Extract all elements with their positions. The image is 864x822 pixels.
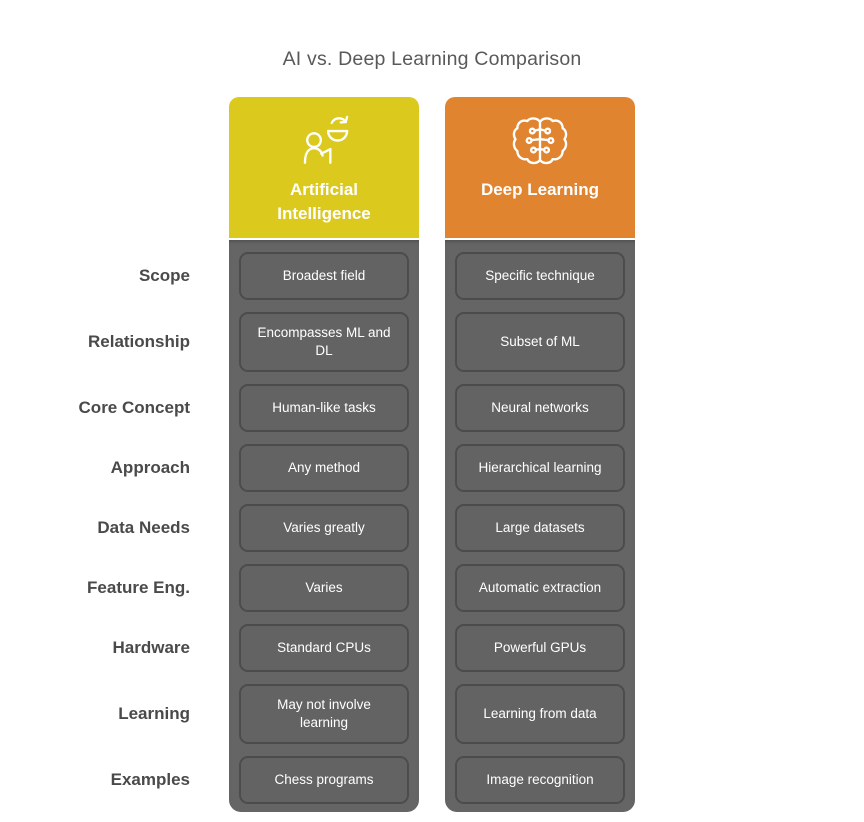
row-label: Feature Eng.: [87, 577, 190, 597]
label-slot: Scope: [0, 252, 190, 312]
dl-cell: Learning from data: [455, 684, 625, 744]
dl-cell: Neural networks: [455, 384, 625, 432]
row-label: Data Needs: [97, 517, 190, 537]
label-slot: Learning: [0, 684, 190, 756]
circuit-brain-icon: [512, 117, 568, 165]
dl-cell: Large datasets: [455, 504, 625, 552]
label-slot: Core Concept: [0, 384, 190, 444]
label-slot: Relationship: [0, 312, 190, 384]
ai-cell: Varies: [239, 564, 409, 612]
ai-column-title: Artificial Intelligence: [277, 180, 371, 224]
dl-column-header: Deep Learning: [445, 97, 635, 238]
ai-cell: Standard CPUs: [239, 624, 409, 672]
row-label: Hardware: [112, 637, 190, 657]
ai-cell: Any method: [239, 444, 409, 492]
row-label: Approach: [110, 457, 190, 477]
ai-cell: Human-like tasks: [239, 384, 409, 432]
ai-column-body: Broadest field Encompasses ML and DL Hum…: [229, 240, 419, 812]
ai-cell: Varies greatly: [239, 504, 409, 552]
label-slot: Feature Eng.: [0, 564, 190, 624]
dl-cell: Subset of ML: [455, 312, 625, 372]
ai-column: Artificial Intelligence Broadest field E…: [229, 97, 419, 812]
dl-column-body: Specific technique Subset of ML Neural n…: [445, 240, 635, 812]
dl-cell: Automatic extraction: [455, 564, 625, 612]
row-label: Relationship: [87, 331, 190, 351]
dl-cell: Specific technique: [455, 252, 625, 300]
ai-cell: Broadest field: [239, 252, 409, 300]
dl-column: Deep Learning Specific technique Subset …: [445, 97, 635, 812]
dl-cell: Powerful GPUs: [455, 624, 625, 672]
label-slot: Approach: [0, 444, 190, 504]
person-refresh-icon: [303, 115, 349, 164]
page-title: AI vs. Deep Learning Comparison: [282, 48, 582, 70]
ai-cell: Chess programs: [239, 756, 409, 804]
label-slot: Examples: [0, 756, 190, 816]
label-slot: Hardware: [0, 624, 190, 684]
dl-column-title: Deep Learning: [480, 180, 600, 199]
row-label: Learning: [118, 703, 190, 723]
row-label: Examples: [110, 769, 190, 789]
row-labels-column: Scope Relationship Core Concept Approach…: [0, 252, 190, 816]
row-label: Scope: [138, 265, 190, 285]
ai-column-header: Artificial Intelligence: [229, 97, 419, 238]
dl-cell: Image recognition: [455, 756, 625, 804]
label-slot: Data Needs: [0, 504, 190, 564]
ai-cell: Encompasses ML and DL: [239, 312, 409, 372]
ai-cell: May not involve learning: [239, 684, 409, 744]
dl-cell: Hierarchical learning: [455, 444, 625, 492]
row-label: Core Concept: [78, 397, 190, 417]
